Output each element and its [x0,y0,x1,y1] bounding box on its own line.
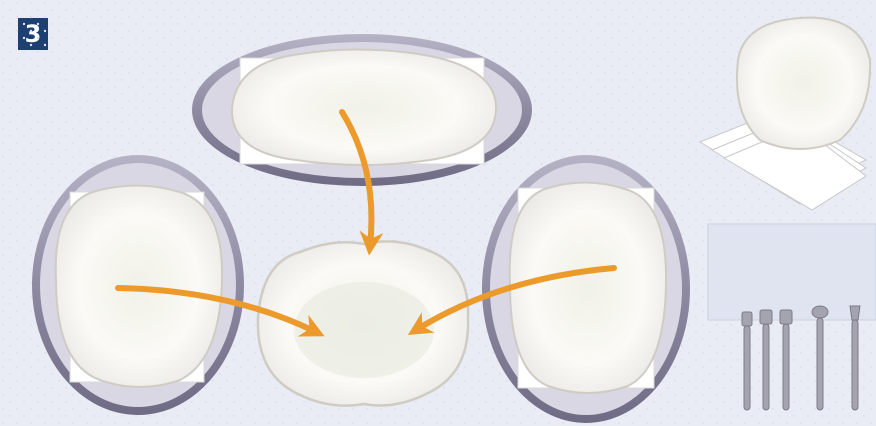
center-plate [258,241,468,405]
left-oval-tray [32,155,244,415]
right-tray-plate [510,182,666,393]
top-tray-plate [232,49,496,165]
